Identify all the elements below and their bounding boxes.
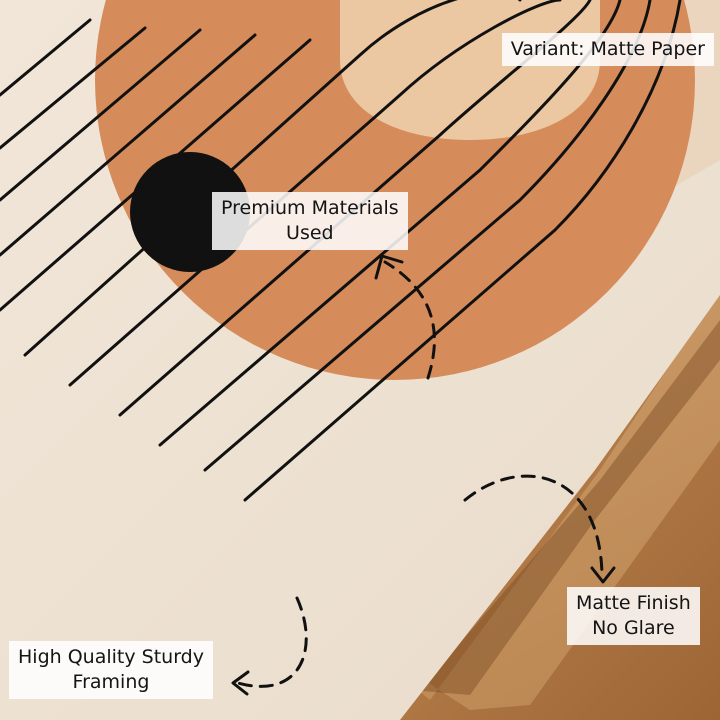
premium-label-line2: Used bbox=[286, 222, 334, 244]
variant-label-text: Variant: Matte Paper bbox=[510, 38, 705, 60]
arrow-matte-head bbox=[590, 566, 616, 584]
variant-label: Variant: Matte Paper bbox=[501, 33, 714, 66]
line-pattern bbox=[0, 0, 682, 502]
sand-arch bbox=[340, 0, 600, 140]
arrow-framing-head bbox=[231, 670, 250, 696]
arrow-premium bbox=[383, 260, 436, 380]
matte-label-line2: No Glare bbox=[592, 617, 675, 639]
framing-label: High Quality Sturdy Framing bbox=[9, 641, 213, 699]
premium-label-line1: Premium Materials bbox=[221, 197, 399, 219]
arrow-premium-head bbox=[374, 254, 404, 280]
frame-outer bbox=[0, 290, 720, 710]
framing-label-line2: Framing bbox=[72, 671, 150, 693]
matte-finish-label: Matte Finish No Glare bbox=[567, 587, 700, 645]
arrow-matte bbox=[463, 474, 604, 577]
framing-label-line1: High Quality Sturdy bbox=[18, 646, 204, 668]
premium-materials-label: Premium Materials Used bbox=[212, 192, 408, 250]
matte-label-line1: Matte Finish bbox=[576, 592, 691, 614]
arrow-framing bbox=[236, 596, 308, 688]
